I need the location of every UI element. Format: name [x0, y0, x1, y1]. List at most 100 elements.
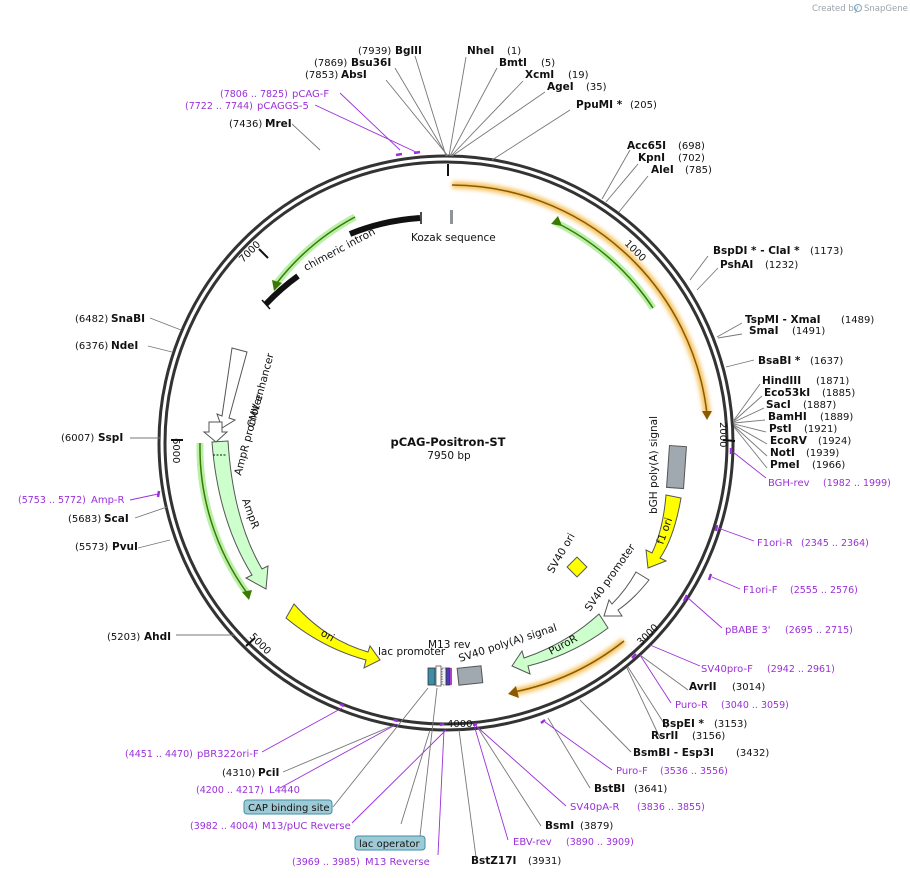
site-bspei-pos: (3153) [714, 719, 747, 730]
primer-pcagf-range: (7806 .. 7825) [220, 89, 288, 100]
badge-cap-binding-site: CAP binding site [243, 799, 333, 815]
site-bamhi-pos: (1889) [820, 412, 853, 423]
primer-f1orir-name: F1ori-R [757, 538, 793, 549]
feature-ampr-promoter-label: AmpR promoter [232, 392, 265, 476]
site-pvui-name: PvuI [112, 541, 138, 553]
snapgene-logo-icon [854, 4, 862, 12]
credit-brand: SnapGene [864, 4, 908, 14]
feature-sv40pa-box [456, 665, 484, 686]
site-ecorv-pos: (1924) [818, 436, 851, 447]
feature-lac-cluster [427, 665, 452, 687]
primer-puror-name: Puro-R [675, 700, 708, 711]
site-pcii-pos: (4310) [222, 768, 255, 779]
primer-pbabe3-range: (2695 .. 2715) [785, 625, 853, 636]
feature-chimeric-intron [261, 212, 422, 310]
site-sspi-pos: (6007) [61, 433, 94, 444]
site-bmti-name: BmtI [499, 57, 527, 69]
site-bsu36i-pos: (7869) [314, 58, 347, 69]
site-ndei-name: NdeI [111, 340, 138, 352]
feature-orange-arc-right [451, 181, 712, 420]
tick-6000: 6000 [170, 438, 181, 463]
site-acc65i-name: Acc65I [627, 140, 666, 152]
site-saci-name: SacI [766, 399, 791, 411]
primer-pcaggs5-range: (7722 .. 7744) [185, 101, 253, 112]
site-scai-name: ScaI [104, 513, 129, 525]
site-pmei-name: PmeI [770, 459, 800, 471]
tick-4000: 4000 [447, 719, 472, 730]
site-bsu36i-name: Bsu36I [351, 57, 391, 69]
feature-m13rev-label: M13 rev [428, 639, 471, 651]
site-pcii-name: PciI [258, 767, 279, 779]
badge-cap-leader [332, 687, 429, 808]
site-tspmi-name: TspMI - XmaI [745, 314, 821, 326]
primer-pcaggs5-name: pCAGGS-5 [257, 101, 309, 112]
primer-ebvrev-name: EBV-rev [513, 837, 552, 848]
badge-lac-text: lac operator [359, 839, 420, 850]
site-acc65i-pos: (698) [678, 141, 705, 152]
primer-m13puc-range: (3982 .. 4004) [190, 821, 258, 832]
site-nhei-pos: (1) [507, 46, 521, 57]
site-ndei-pos: (6376) [75, 341, 108, 352]
site-noti-name: NotI [770, 447, 795, 459]
site-bsmi-name: BsmI [545, 820, 574, 832]
site-pshai-pos: (1232) [765, 260, 798, 271]
primer-ampr-name: Amp-R [91, 495, 125, 506]
credit-prefix: Created by [812, 4, 859, 14]
site-eco53ki-name: Eco53kI [764, 387, 810, 399]
site-agei-name: AgeI [547, 81, 574, 93]
site-snabi-name: SnaBI [111, 313, 145, 325]
feature-cmv-enhancer [216, 347, 248, 429]
site-kpni-name: KpnI [638, 152, 665, 164]
site-ppumi-pos: (205) [630, 100, 657, 111]
feature-sv40-ori-box [566, 556, 588, 578]
primer-bghrev-name: BGH-rev [768, 478, 810, 489]
site-mrei-pos: (7436) [229, 119, 262, 130]
feature-kozak-label: Kozak sequence [411, 232, 496, 244]
site-ahdi-name: AhdI [144, 631, 171, 643]
primer-pbr322-name: pBR322ori-F [197, 749, 259, 760]
site-sspi-name: SspI [98, 432, 123, 444]
feature-bgh-box [666, 444, 687, 490]
site-agei-pos: (35) [586, 82, 607, 93]
site-kpni-pos: (702) [678, 153, 705, 164]
site-psti-pos: (1921) [804, 424, 837, 435]
site-bspdi-pos: (1173) [810, 246, 843, 257]
site-pmei-pos: (1966) [812, 460, 845, 471]
primer-purof-name: Puro-F [616, 766, 648, 777]
plasmid-name: pCAG-Positron-ST [390, 435, 505, 449]
feature-f1ori [645, 494, 682, 569]
primer-sv40prof-name: SV40pro-F [701, 664, 753, 675]
primer-m13reverse-range: (3969 .. 3985) [292, 857, 360, 868]
plasmid-size: 7950 bp [427, 450, 471, 462]
feature-ori-label: ori [319, 627, 337, 644]
feature-orange-arc-bottom [508, 638, 627, 698]
site-bstbi-name: BstBI [594, 783, 625, 795]
site-bsmbi-pos: (3432) [736, 748, 769, 759]
site-eco53ki-pos: (1885) [822, 388, 855, 399]
primer-puror-range: (3040 .. 3059) [721, 700, 789, 711]
badge-cap-text: CAP binding site [248, 803, 330, 814]
feature-ori [285, 603, 381, 669]
site-smai-name: SmaI [749, 325, 779, 337]
badge-lac-operator: lac operator [354, 835, 426, 851]
site-bsabi-name: BsaBI * [758, 355, 801, 367]
feature-sv40-promoter [603, 571, 650, 617]
feature-green-arc-top [551, 216, 656, 310]
site-bstbi-pos: (3641) [634, 784, 667, 795]
site-avrii-name: AvrII [689, 681, 717, 693]
site-xcmi-name: XcmI [525, 69, 554, 81]
primer-l4440-range: (4200 .. 4217) [196, 785, 264, 796]
site-labels: (7939) BglII (7869) Bsu36I (7853) AbsI N… [61, 45, 874, 867]
primer-f1orif-name: F1ori-F [743, 585, 778, 596]
site-snabi-pos: (6482) [75, 314, 108, 325]
site-absi-name: AbsI [341, 69, 367, 81]
site-bsmi-pos: (3879) [580, 821, 613, 832]
primer-ebvrev-range: (3890 .. 3909) [566, 837, 634, 848]
primer-pbr322-range: (4451 .. 4470) [125, 749, 193, 760]
primer-f1orir-range: (2345 .. 2364) [801, 538, 869, 549]
feature-ampr [211, 440, 269, 590]
primer-sv40par-range: (3836 .. 3855) [637, 802, 705, 813]
tick-2000: 2000 [717, 422, 728, 447]
primer-m13reverse-name: M13 Reverse [365, 857, 430, 868]
